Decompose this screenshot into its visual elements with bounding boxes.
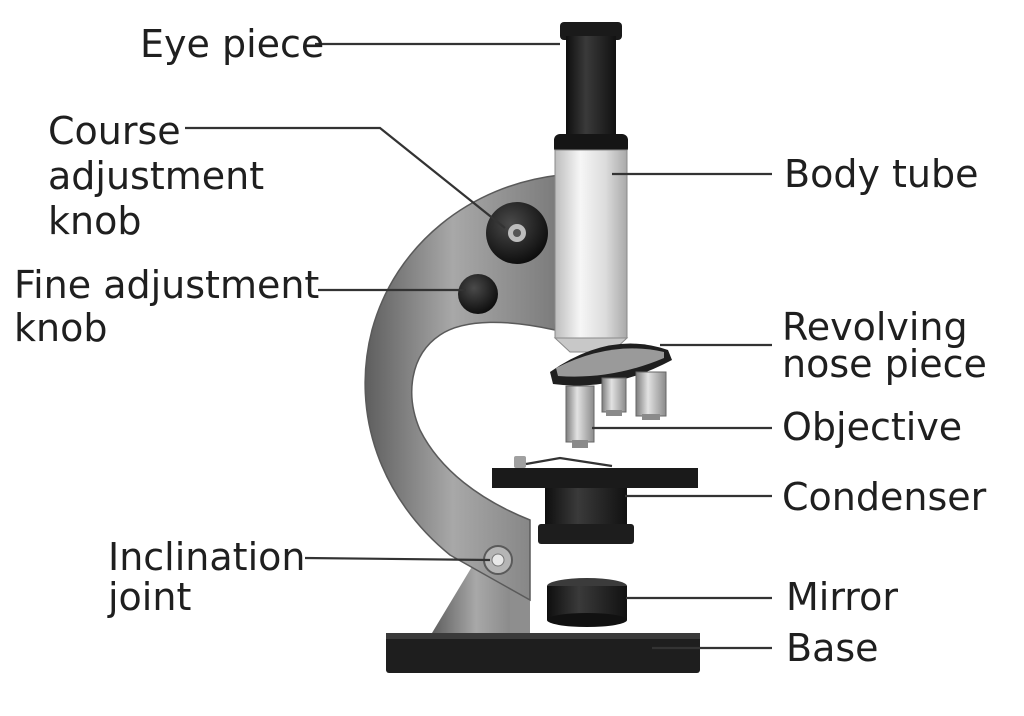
- label-nose-piece-line1: Revolving: [782, 305, 968, 349]
- label-inclination-joint-line1: Inclination: [108, 535, 305, 579]
- stage: [492, 456, 698, 488]
- microscope-base: [386, 633, 700, 673]
- condenser: [538, 488, 634, 544]
- label-condenser: Condenser: [782, 475, 987, 519]
- label-fine-knob-line2: knob: [14, 306, 107, 350]
- body-tube: [553, 149, 629, 353]
- label-fine-knob-line1: Fine adjustment: [14, 263, 319, 307]
- leader-lines: [185, 42, 772, 650]
- inclination-joint: [483, 545, 513, 575]
- label-fine-knob: Fine adjustment knob: [14, 263, 331, 350]
- label-nose-piece-line2: nose piece: [782, 342, 987, 386]
- label-course-knob-line2: adjustment: [48, 154, 264, 198]
- label-mirror: Mirror: [786, 575, 898, 619]
- label-body-tube: Body tube: [784, 152, 979, 196]
- label-base: Base: [786, 626, 879, 670]
- label-objective: Objective: [782, 405, 962, 449]
- fine-adjustment-knob: [458, 274, 498, 314]
- label-course-knob-line3: knob: [48, 199, 141, 243]
- label-inclination-joint-line2: joint: [107, 575, 191, 619]
- objective-lenses: [565, 371, 667, 448]
- course-adjustment-knob: [486, 202, 548, 264]
- label-inclination-joint: Inclination joint: [107, 535, 318, 619]
- label-course-knob: Course adjustment knob: [48, 109, 276, 243]
- leader-inclination-joint: [304, 556, 491, 562]
- label-course-knob-line1: Course: [48, 109, 181, 153]
- label-eye-piece: Eye piece: [140, 22, 324, 66]
- revolving-nose-piece: [550, 343, 672, 386]
- leader-course-knob: [185, 126, 506, 229]
- microscope-arm: [364, 174, 561, 602]
- mirror: [547, 578, 627, 627]
- eye-piece: [554, 22, 628, 154]
- labels: Eye piece Course adjustment knob Fine ad…: [14, 22, 987, 670]
- label-nose-piece: Revolving nose piece: [782, 305, 987, 386]
